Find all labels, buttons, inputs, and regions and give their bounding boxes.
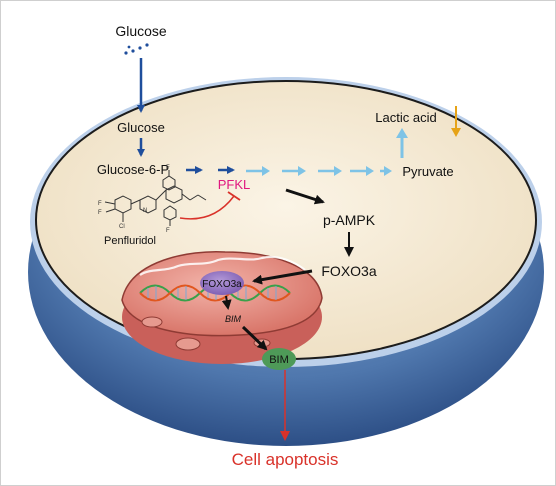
pyruvate-label: Pyruvate — [402, 164, 453, 179]
lactate-export-arrow — [451, 106, 461, 137]
foxo3a-nuclear-label: FOXO3a — [202, 279, 242, 290]
foxo3a-to-bim-gene-arrow — [221, 295, 232, 310]
glucose-outside-label: Glucose — [115, 23, 167, 39]
pfkl-label: PFKL — [218, 177, 251, 192]
bim-gene-label: BIM — [225, 314, 242, 324]
bim-protein-label: BIM — [269, 354, 289, 366]
penfluridol-structure-icon — [104, 170, 207, 226]
svg-text:Cl: Cl — [119, 224, 125, 230]
bim-protein-blob — [262, 348, 296, 370]
lactic-acid-label: Lactic acid — [375, 110, 436, 125]
bim-gene-to-protein-arrow — [241, 325, 268, 351]
cell-apoptosis-label: Cell apoptosis — [232, 450, 339, 469]
penfluridol-label: Penfluridol — [104, 235, 156, 247]
pyruvate-to-lactate-arrow — [396, 128, 408, 158]
nucleus — [121, 251, 323, 364]
glucose-inside-label: Glucose — [117, 120, 165, 135]
svg-text:N: N — [143, 208, 147, 214]
svg-text:F: F — [98, 210, 102, 216]
foxo3a-translocation-arrow — [252, 269, 313, 285]
glucose-molecules — [124, 43, 149, 55]
foxo3a-nuclear-blob — [200, 271, 244, 295]
svg-text:F: F — [98, 201, 102, 207]
penfluridol-inhibits-pfkl — [179, 191, 241, 220]
pampk-label: p-AMPK — [323, 212, 376, 228]
glucose6p-label: Glucose-6-P — [97, 162, 169, 177]
pfkl-to-pampk-arrow — [285, 188, 325, 205]
foxo3a-label: FOXO3a — [321, 263, 376, 279]
svg-text:F: F — [166, 165, 170, 171]
glycolysis-arrows-light — [246, 166, 392, 176]
svg-text:F: F — [166, 228, 170, 234]
